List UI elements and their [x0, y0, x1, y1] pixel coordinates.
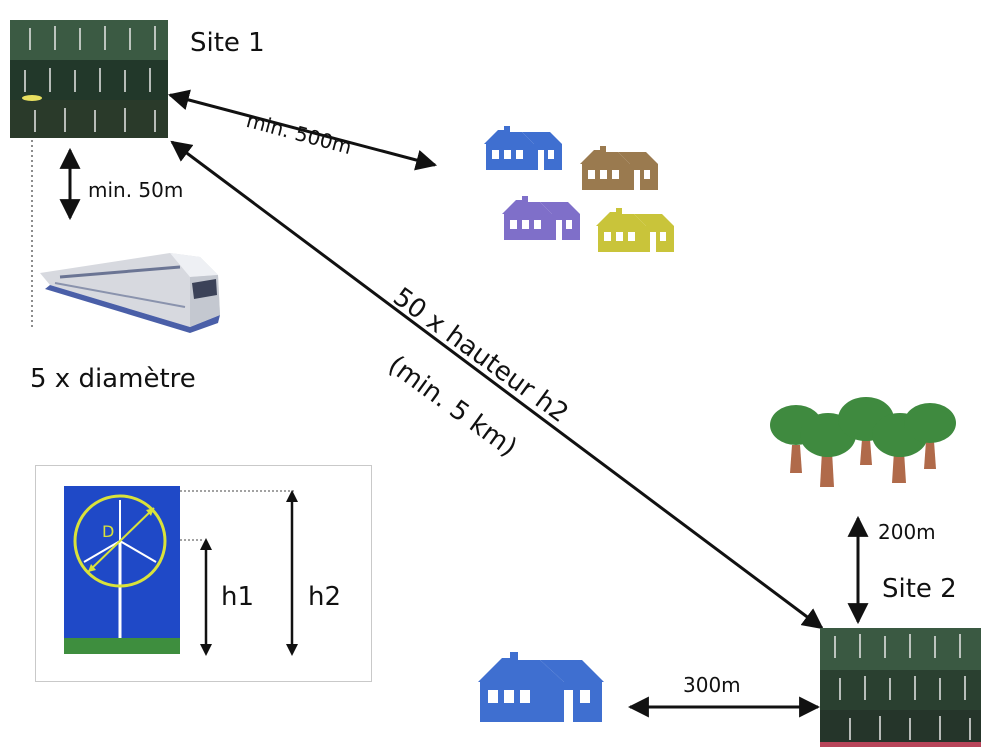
house-icon: [580, 146, 658, 190]
distance-forest-label: 200m: [878, 520, 936, 544]
house-icon: [502, 196, 580, 240]
turbine-dimensions-panel: D h1 h2: [35, 465, 372, 682]
diameter-symbol: D: [102, 522, 115, 541]
distance-railway-label: min. 50m: [88, 178, 184, 202]
trees-cluster: [770, 397, 956, 487]
arrow-site1-site2: [170, 140, 824, 630]
site2-photo: [820, 628, 981, 747]
turbine-diagram: [64, 486, 298, 656]
site2-label: Site 2: [882, 574, 957, 604]
diameter-rule-label: 5 x diamètre: [30, 364, 196, 394]
wind-farm-icon: [820, 628, 981, 747]
site1-label: Site 1: [190, 28, 265, 58]
distance-house-label: 300m: [683, 673, 741, 697]
house-icon: [596, 208, 674, 252]
h2-label: h2: [308, 582, 342, 612]
site1-photo: [10, 20, 168, 138]
tree-icon: [904, 403, 956, 469]
rotor-circle-icon: [73, 494, 167, 588]
houses-cluster: [484, 126, 674, 252]
train-icon: [40, 253, 220, 333]
wind-farm-icon: [10, 20, 168, 138]
h1-label: h1: [221, 582, 255, 612]
house-icon: [484, 126, 562, 170]
ground-strip: [64, 638, 180, 654]
house-near-site2-icon: [478, 652, 604, 722]
